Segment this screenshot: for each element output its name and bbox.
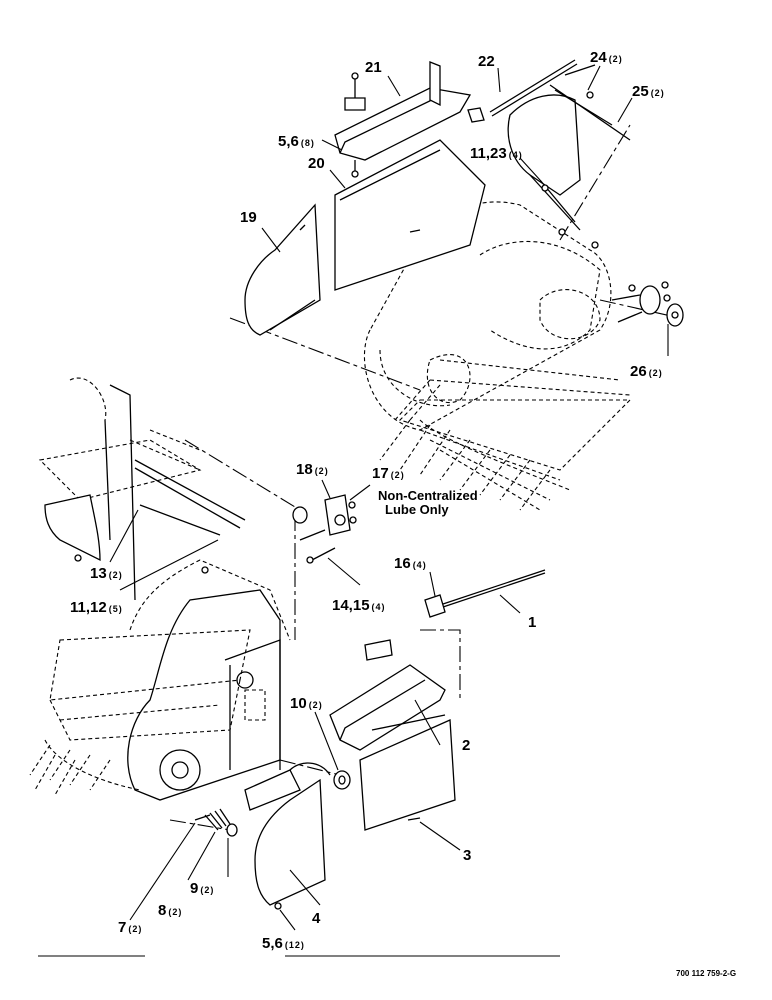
callout-25-qty: (2) <box>651 88 665 98</box>
callout-5-6-qty: (8) <box>301 138 315 148</box>
callout-24-qty: (2) <box>609 54 623 64</box>
callout-7-qty: (2) <box>128 924 142 934</box>
svg-text:2: 2 <box>462 737 470 754</box>
svg-text:17(2): 17(2) <box>372 465 405 482</box>
callout-11-12-qty: (5) <box>109 604 123 614</box>
svg-text:9(2): 9(2) <box>190 880 214 897</box>
callout-18-qty: (2) <box>315 466 329 476</box>
svg-text:16(4): 16(4) <box>394 555 427 572</box>
note-line-1: Non-Centralized <box>378 488 478 503</box>
svg-text:11,23(4): 11,23(4) <box>470 145 523 162</box>
callout-8-qty: (2) <box>168 907 182 917</box>
callout-11-12-number: 11,12 <box>70 599 107 616</box>
callout-5-6b-qty: (12) <box>285 940 305 950</box>
svg-text:22: 22 <box>478 53 495 70</box>
callout-8-number: 8 <box>158 902 166 919</box>
callout-5-6-number: 5,6 <box>278 133 299 150</box>
svg-text:5,6(8): 5,6(8) <box>278 133 315 150</box>
callout-7-number: 7 <box>118 919 126 936</box>
svg-text:19: 19 <box>240 209 257 226</box>
svg-text:25(2): 25(2) <box>632 83 665 100</box>
callout-4-number: 4 <box>312 910 321 927</box>
lower-assembly <box>29 377 546 910</box>
note-line-2: Lube Only <box>385 502 449 517</box>
svg-text:20: 20 <box>308 155 325 172</box>
callout-11-23-number: 11,23 <box>470 145 507 162</box>
callout-16-number: 16 <box>394 555 411 572</box>
callout-19-number: 19 <box>240 209 257 226</box>
svg-text:8(2): 8(2) <box>158 902 182 919</box>
callout-10-qty: (2) <box>309 700 323 710</box>
callout-26-qty: (2) <box>649 368 663 378</box>
svg-text:4: 4 <box>312 910 321 927</box>
svg-text:13(2): 13(2) <box>90 565 123 582</box>
svg-text:10(2): 10(2) <box>290 695 323 712</box>
svg-text:1: 1 <box>528 614 536 631</box>
callout-10-number: 10 <box>290 695 307 712</box>
svg-text:14,15(4): 14,15(4) <box>332 597 386 614</box>
upper-assembly <box>229 59 684 511</box>
callout-21-number: 21 <box>365 59 382 76</box>
callouts: 21 22 24(2) 25(2) 5,6(8) 20 11,23(4) 19 … <box>70 49 665 952</box>
callout-26-number: 26 <box>630 363 647 380</box>
callout-17-qty: (2) <box>391 470 405 480</box>
svg-text:3: 3 <box>463 847 471 864</box>
callout-3-number: 3 <box>463 847 471 864</box>
callout-20-number: 20 <box>308 155 325 172</box>
callout-1-number: 1 <box>528 614 536 631</box>
callout-18-number: 18 <box>296 461 313 478</box>
callout-24-number: 24 <box>590 49 607 66</box>
callout-17-number: 17 <box>372 465 389 482</box>
callout-14-15-qty: (4) <box>372 602 386 612</box>
svg-text:7(2): 7(2) <box>118 919 142 936</box>
svg-text:5,6(12): 5,6(12) <box>262 935 305 952</box>
callout-11-23-qty: (4) <box>509 150 523 160</box>
svg-text:11,12(5): 11,12(5) <box>70 599 123 616</box>
figure-number: 700 112 759-2-G <box>676 969 736 978</box>
callout-2-number: 2 <box>462 737 470 754</box>
callout-13-qty: (2) <box>109 570 123 580</box>
callout-22-number: 22 <box>478 53 495 70</box>
callout-5-6b-number: 5,6 <box>262 935 283 952</box>
callout-9-number: 9 <box>190 880 198 897</box>
footer: 700 112 759-2-G <box>38 955 736 978</box>
svg-text:26(2): 26(2) <box>630 363 663 380</box>
svg-text:21: 21 <box>365 59 382 76</box>
callout-9-qty: (2) <box>200 885 214 895</box>
callout-14-15-number: 14,15 <box>332 597 370 614</box>
svg-text:18(2): 18(2) <box>296 461 329 478</box>
callout-13-number: 13 <box>90 565 107 582</box>
leader-lines <box>109 65 669 931</box>
callout-16-qty: (4) <box>413 560 427 570</box>
callout-25-number: 25 <box>632 83 649 100</box>
svg-text:24(2): 24(2) <box>590 49 623 66</box>
